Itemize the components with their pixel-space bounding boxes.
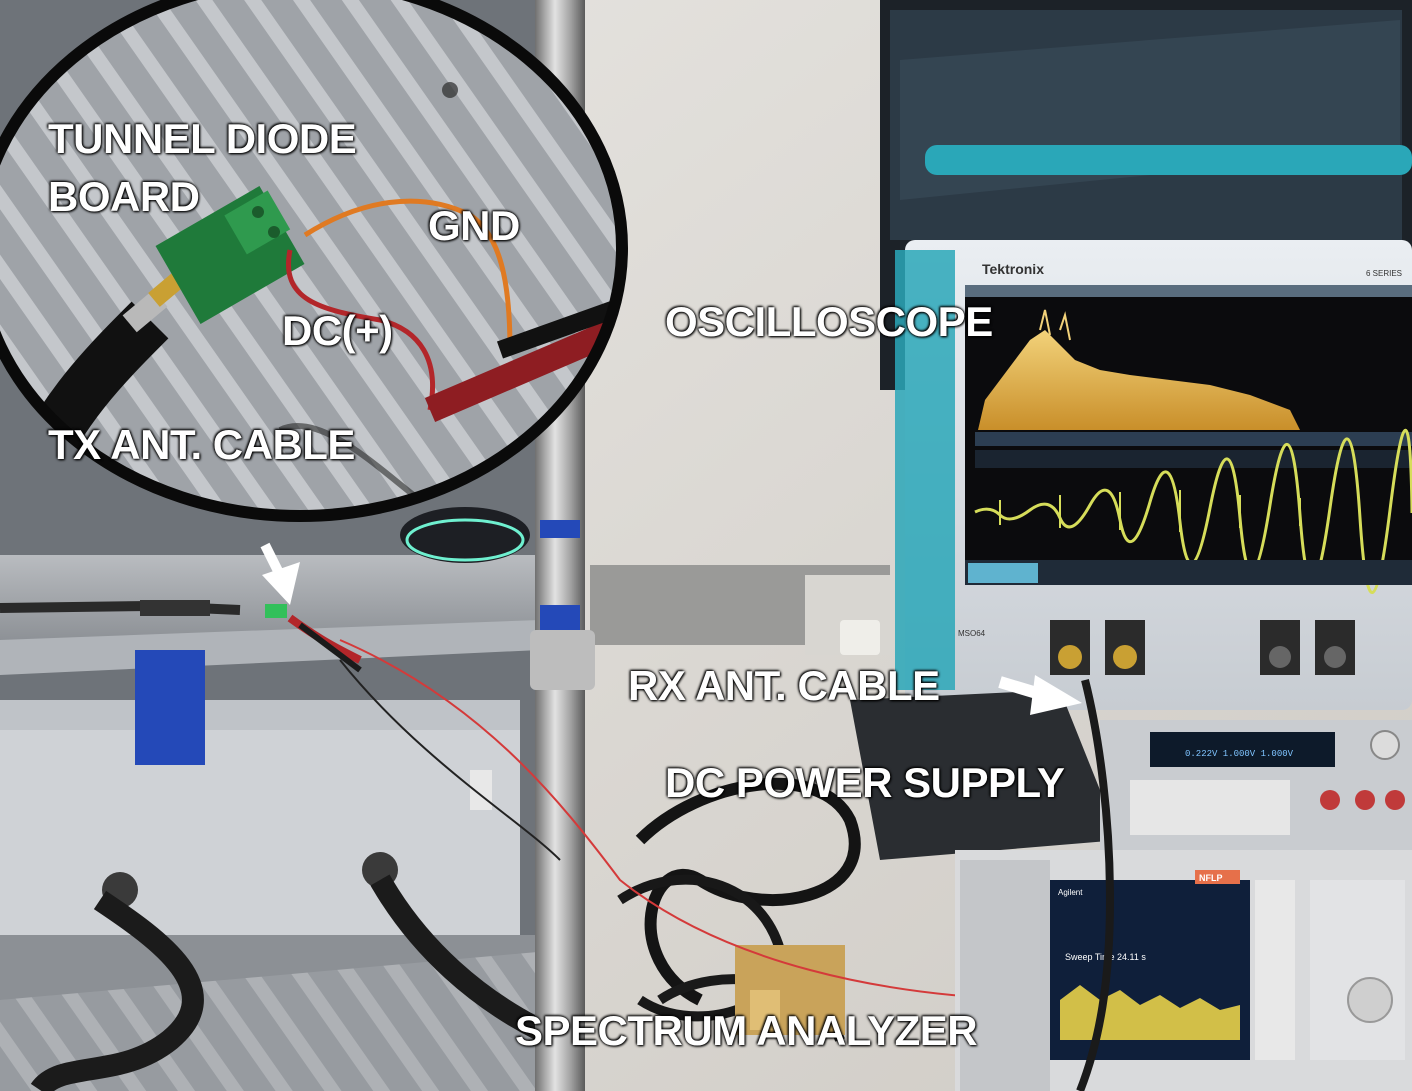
- tunnel-diode-board-label: TUNNEL DIODE BOARD: [48, 115, 357, 220]
- rx-ant-cable-label: RX ANT. CABLE: [628, 662, 940, 709]
- supply-readout-text: 0.222V 1.000V 1.000V: [1185, 749, 1294, 759]
- spectrum-analyzer-device: [955, 850, 1412, 1091]
- left-instrument: [0, 700, 520, 940]
- dc-power-supply-device: [1100, 720, 1412, 850]
- dc-plus-label: DC(+): [282, 307, 393, 354]
- inset-border: [0, 0, 628, 522]
- tx-ant-cable-label: TX ANT. CABLE: [48, 421, 355, 468]
- spectrum-analyzer-label: SPECTRUM ANALYZER: [515, 1007, 978, 1054]
- oscilloscope-device: [895, 145, 1412, 710]
- analyzer-badge-text: NFLP: [1199, 873, 1223, 883]
- inset-zoom: [0, 0, 622, 516]
- analyzer-brand-text: Agilent: [1058, 888, 1083, 897]
- dc-power-supply-label: DC POWER SUPPLY: [665, 759, 1065, 806]
- blue-tape: [135, 650, 205, 765]
- scope-brand-text: Tektronix: [982, 261, 1044, 277]
- scope-series-text: 6 SERIES: [1366, 269, 1402, 278]
- mouse: [400, 507, 530, 563]
- gnd-label: GND: [428, 202, 520, 249]
- keyboard: [850, 690, 1120, 860]
- oscilloscope-label: OSCILLOSCOPE: [665, 298, 993, 345]
- scope-model-text: MSO64: [958, 629, 986, 638]
